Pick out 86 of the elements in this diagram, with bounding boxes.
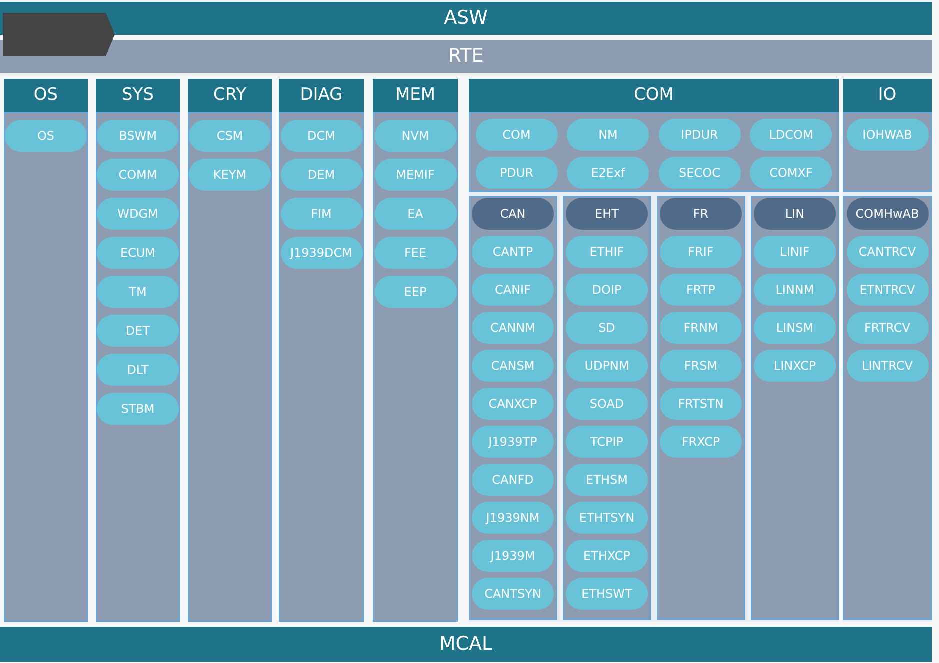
module-pill: ETNTRCV <box>846 274 928 306</box>
module-pill: DLT <box>97 354 179 386</box>
module-pill: CANIF <box>472 274 554 306</box>
group-panel <box>469 196 557 620</box>
module-pill: LINIF <box>754 236 836 268</box>
module-pill: J1939TP <box>472 426 554 458</box>
module-pill: E2Exf <box>567 157 650 189</box>
module-pill: DET <box>97 315 179 347</box>
module-pill: COMXF <box>750 157 832 189</box>
module-pill: FIM <box>280 198 362 230</box>
module-pill: CANSM <box>472 350 554 382</box>
module-pill: DOIP <box>566 274 648 306</box>
module-pill: CANNM <box>472 312 554 344</box>
module-pill: CANTRCV <box>846 236 928 268</box>
module-pill: COM <box>476 119 558 151</box>
module-pill: DCM <box>280 120 362 152</box>
module-pill: IOHWAB <box>846 119 928 151</box>
column-header: MEM <box>373 79 458 112</box>
module-pill: FRSM <box>660 350 742 382</box>
group-heading-pill: EHT <box>566 198 648 230</box>
module-pill: EA <box>374 198 456 230</box>
module-pill: J1939NM <box>472 502 554 534</box>
module-pill: ETHSM <box>566 464 648 496</box>
layer-bar: RTE <box>0 40 932 73</box>
column-header: IO <box>843 79 932 112</box>
module-pill: ETHXCP <box>566 540 648 572</box>
module-pill: FRTRCV <box>846 312 928 344</box>
layer-column <box>469 79 839 622</box>
module-pill: FRTP <box>660 274 742 306</box>
layer-bar: MCAL <box>0 627 932 662</box>
group-heading-pill: CAN <box>472 198 554 230</box>
module-pill: LDCOM <box>750 119 832 151</box>
module-pill: EEP <box>374 276 456 308</box>
group-panel <box>563 196 651 620</box>
column-header: SYS <box>96 79 180 112</box>
module-pill: FRIF <box>660 236 742 268</box>
module-pill: UDPNM <box>566 350 648 382</box>
column-header: OS <box>4 79 88 112</box>
group-panel <box>843 196 932 620</box>
column-header: DIAG <box>279 79 364 112</box>
group-heading-pill: COMHwAB <box>846 198 928 230</box>
group-panel <box>657 196 745 620</box>
module-pill: FRXCP <box>660 426 742 458</box>
module-pill: LINSM <box>754 312 836 344</box>
module-pill: TCPIP <box>566 426 648 458</box>
module-pill: WDGM <box>97 198 179 230</box>
module-pill: MEMIF <box>374 159 456 191</box>
module-pill: LINTRCV <box>846 350 928 382</box>
module-pill: NVM <box>374 120 456 152</box>
module-pill: BSWM <box>97 120 179 152</box>
module-pill: KEYM <box>189 159 271 191</box>
module-pill: PDUR <box>476 157 558 189</box>
group-heading-pill: LIN <box>754 198 836 230</box>
module-pill: CANFD <box>472 464 554 496</box>
module-pill: J1939M <box>472 540 554 572</box>
module-pill: FRNM <box>660 312 742 344</box>
module-pill: SD <box>566 312 648 344</box>
module-pill: CANXCP <box>472 388 554 420</box>
module-pill: STBM <box>97 393 179 425</box>
module-pill: OS <box>5 120 87 152</box>
layer-column <box>843 79 932 622</box>
module-pill: LINXCP <box>754 350 836 382</box>
module-pill: FRTSTN <box>660 388 742 420</box>
module-pill: SECOC <box>658 157 741 189</box>
module-pill: LINNM <box>754 274 836 306</box>
module-pill: CANTSYN <box>472 578 554 610</box>
column-header: COM <box>469 79 839 112</box>
module-pill: DEM <box>280 159 362 191</box>
module-pill: FEE <box>374 237 456 269</box>
module-pill: ECUM <box>97 237 179 269</box>
column-header: CRY <box>188 79 272 112</box>
module-pill: TM <box>97 276 179 308</box>
module-pill: ETHIF <box>566 236 648 268</box>
module-pill: CANTP <box>472 236 554 268</box>
module-pill: SOAD <box>566 388 648 420</box>
layer-bar: ASW <box>0 2 932 35</box>
module-pill: IPDUR <box>658 119 741 151</box>
module-pill: COMM <box>97 159 179 191</box>
tab-shape <box>3 13 115 56</box>
module-pill: CSM <box>189 120 271 152</box>
module-pill: ETHSWT <box>566 578 648 610</box>
group-heading-pill: FR <box>660 198 742 230</box>
module-pill: J1939DCM <box>280 237 362 269</box>
group-panel <box>751 196 839 620</box>
module-pill: ETHTSYN <box>566 502 648 534</box>
module-pill: NM <box>567 119 650 151</box>
